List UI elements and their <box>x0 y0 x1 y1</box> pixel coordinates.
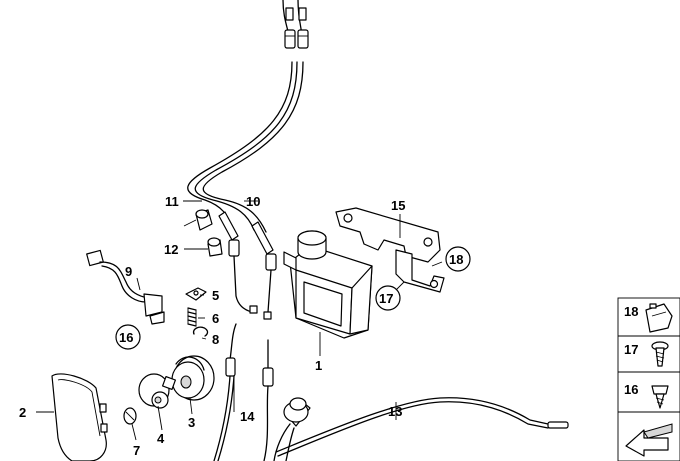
mounting-bracket <box>335 207 445 293</box>
fasteners-legend <box>617 297 680 461</box>
callout-9: 9 <box>125 264 132 279</box>
rotary-knob <box>138 373 177 409</box>
cable-sheath-lower <box>218 211 277 320</box>
legend-label-17: 17 <box>624 342 638 357</box>
washer-7 <box>123 407 137 425</box>
callout-5: 5 <box>212 288 219 303</box>
callout-16: 16 <box>119 330 133 345</box>
callout-17-circle <box>375 285 401 311</box>
self-tapping-screw-icon <box>651 385 669 409</box>
legend-label-18: 18 <box>624 304 638 319</box>
fuel-door-cover <box>51 373 108 461</box>
callout-4: 4 <box>157 431 165 446</box>
legend-label-16: 16 <box>624 382 638 397</box>
cable-13 <box>262 339 569 461</box>
callout-16-circle <box>115 324 141 350</box>
screw-icon <box>651 341 669 367</box>
callout-12: 12 <box>164 242 178 257</box>
callout-7: 7 <box>133 443 140 458</box>
callout-2: 2 <box>19 405 26 420</box>
callouts: 11 10 12 9 5 6 8 1 15 2 4 3 7 14 13 16 1… <box>19 194 638 458</box>
bushing-19 <box>195 209 213 231</box>
callout-10: 10 <box>246 194 260 209</box>
callout-1: 1 <box>315 358 322 373</box>
actuator-housing <box>283 230 373 339</box>
callout-6: 6 <box>212 311 219 326</box>
callout-17: 17 <box>379 291 393 306</box>
circlip-8 <box>192 326 209 337</box>
bowden-cables-upper <box>187 0 304 233</box>
callout-14: 14 <box>240 409 255 424</box>
arrow-icon <box>625 423 673 457</box>
callout-11: 11 <box>165 194 179 209</box>
callout-15: 15 <box>391 198 405 213</box>
callout-13: 13 <box>388 404 402 419</box>
microswitch-assembly <box>86 249 165 325</box>
cable-14 <box>213 323 237 461</box>
clip-5 <box>185 287 207 301</box>
cable-end-fittings <box>284 7 309 49</box>
bushing-12 <box>207 237 223 257</box>
callout-18: 18 <box>449 252 463 267</box>
spring-6 <box>187 307 197 327</box>
clip-nut-icon <box>645 303 673 333</box>
callout-18-circle <box>445 246 471 272</box>
callout-8: 8 <box>212 332 219 347</box>
leader-lines <box>36 200 443 441</box>
callout-3: 3 <box>188 415 195 430</box>
pulley-wheel <box>171 355 215 401</box>
